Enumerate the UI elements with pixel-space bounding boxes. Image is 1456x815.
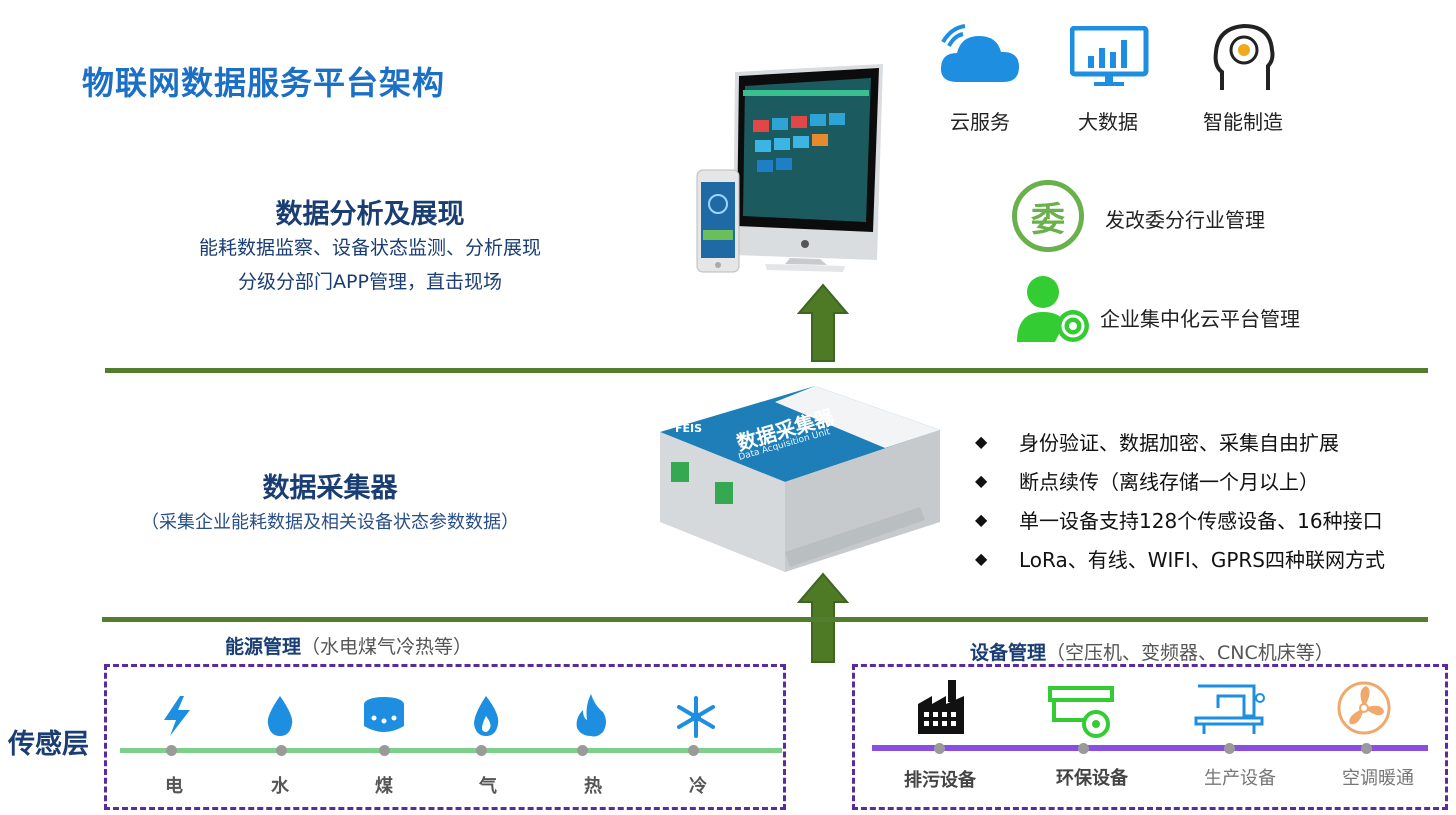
feature-list: ◆ 身份验证、数据加密、采集自由扩展 ◆ 断点续传（离线存储一个月以上） ◆ 单…: [975, 422, 1385, 578]
energy-label-heat: 热: [584, 776, 602, 797]
feature-item: ◆ LoRa、有线、WIFI、GPRS四种联网方式: [975, 539, 1385, 578]
energy-dot: [476, 745, 487, 756]
fan-icon: [1337, 681, 1391, 735]
sensor-layer-label: 传感层: [8, 729, 89, 760]
energy-dot: [577, 745, 588, 756]
factory-icon: [918, 680, 964, 734]
equipment-line: [872, 745, 1428, 751]
collector-heading: 数据采集器: [262, 473, 398, 504]
equipment-heading-rest: （空压机、变频器、CNC机床等）: [1046, 642, 1334, 664]
wei-glyph: 委: [1031, 199, 1065, 240]
equipment-heading: 设备管理（空压机、变频器、CNC机床等）: [970, 638, 1334, 665]
service-smart-manufacturing: [1210, 20, 1280, 96]
device-brand: FEIS: [675, 422, 703, 435]
service-label-cloud: 云服务: [950, 110, 1010, 134]
energy-dot: [379, 745, 390, 756]
sewing-machine-icon: [1194, 684, 1265, 734]
analysis-heading: 数据分析及展现: [275, 199, 465, 230]
energy-dot: [166, 745, 177, 756]
fire-icon: [576, 694, 606, 737]
analysis-line-1: 能耗数据监察、设备状态监测、分析展现: [198, 237, 541, 259]
up-arrow-1: [797, 283, 849, 362]
eco-device-icon: [1048, 686, 1114, 738]
snowflake-icon: [677, 696, 715, 738]
gas-flame-icon: [474, 696, 499, 736]
feature-text: 单一设备支持128个传感设备、16种接口: [1019, 509, 1383, 533]
equipment-heading-bold: 设备管理: [970, 642, 1047, 664]
energy-heading: 能源管理（水电煤气冷热等）: [225, 632, 472, 659]
energy-label-electric: 电: [165, 776, 183, 797]
feature-text: LoRa、有线、WIFI、GPRS四种联网方式: [1019, 548, 1385, 572]
page-title: 物联网数据服务平台架构: [82, 64, 446, 102]
feature-text: 断点续传（离线存储一个月以上）: [1019, 470, 1319, 494]
user-gear-icon: [1017, 276, 1089, 342]
feature-text: 身份验证、数据加密、采集自由扩展: [1019, 431, 1339, 455]
energy-heading-bold: 能源管理: [225, 636, 302, 658]
coal-icon: [364, 697, 404, 732]
service-cloud: [935, 20, 1025, 94]
bullet-diamond-icon: ◆: [975, 471, 988, 490]
equipment-label-eco: 环保设备: [1056, 768, 1128, 789]
service-bigdata: [1069, 25, 1150, 92]
equipment-dot: [1361, 743, 1372, 754]
wei-seal-icon: 委: [1012, 180, 1084, 252]
imac-phone-illustration: [696, 64, 883, 273]
equipment-box: [852, 664, 1448, 810]
divider-bottom: [102, 617, 1428, 622]
energy-box: [104, 664, 786, 810]
energy-label-gas: 气: [479, 776, 497, 797]
energy-label-water: 水: [271, 776, 289, 797]
water-drop-icon: [267, 696, 293, 736]
energy-label-coal: 煤: [375, 776, 393, 797]
energy-line: [120, 748, 782, 753]
lightning-icon: [164, 696, 190, 736]
monitor-chart-icon: [1069, 25, 1149, 86]
equipment-label-production: 生产设备: [1204, 768, 1276, 789]
bullet-diamond-icon: ◆: [975, 510, 988, 529]
head-gear-icon: [1213, 23, 1275, 90]
data-collector-device: FEIS 数据采集器 Data Acquisition Unit: [655, 382, 955, 582]
bullet-diamond-icon: ◆: [975, 549, 988, 568]
equipment-label-hvac: 空调暖通: [1342, 768, 1414, 789]
cloud-wifi-icon: [940, 24, 1019, 82]
mgmt-label-ndrc: 发改委分行业管理: [1105, 208, 1265, 232]
energy-dot: [276, 745, 287, 756]
service-label-smart: 智能制造: [1203, 110, 1283, 134]
equipment-dot: [1224, 743, 1235, 754]
analysis-line-2: 分级分部门APP管理，直击现场: [238, 271, 502, 293]
equipment-label-sewage: 排污设备: [904, 770, 976, 791]
bullet-diamond-icon: ◆: [975, 432, 988, 451]
energy-label-cold: 冷: [689, 776, 707, 797]
feature-item: ◆ 身份验证、数据加密、采集自由扩展: [975, 422, 1385, 461]
energy-heading-rest: （水电煤气冷热等）: [301, 636, 473, 658]
feature-item: ◆ 断点续传（离线存储一个月以上）: [975, 461, 1385, 500]
energy-dot: [688, 745, 699, 756]
device-body: [660, 386, 940, 572]
mgmt-label-enterprise: 企业集中化云平台管理: [1100, 307, 1300, 331]
collector-subheading: （采集企业能耗数据及相关设备状态参数数据）: [141, 512, 519, 533]
feature-item: ◆ 单一设备支持128个传感设备、16种接口: [975, 500, 1385, 539]
equipment-dot: [1078, 743, 1089, 754]
divider-top: [105, 368, 1428, 373]
equipment-dot: [934, 743, 945, 754]
service-label-bigdata: 大数据: [1078, 110, 1138, 134]
